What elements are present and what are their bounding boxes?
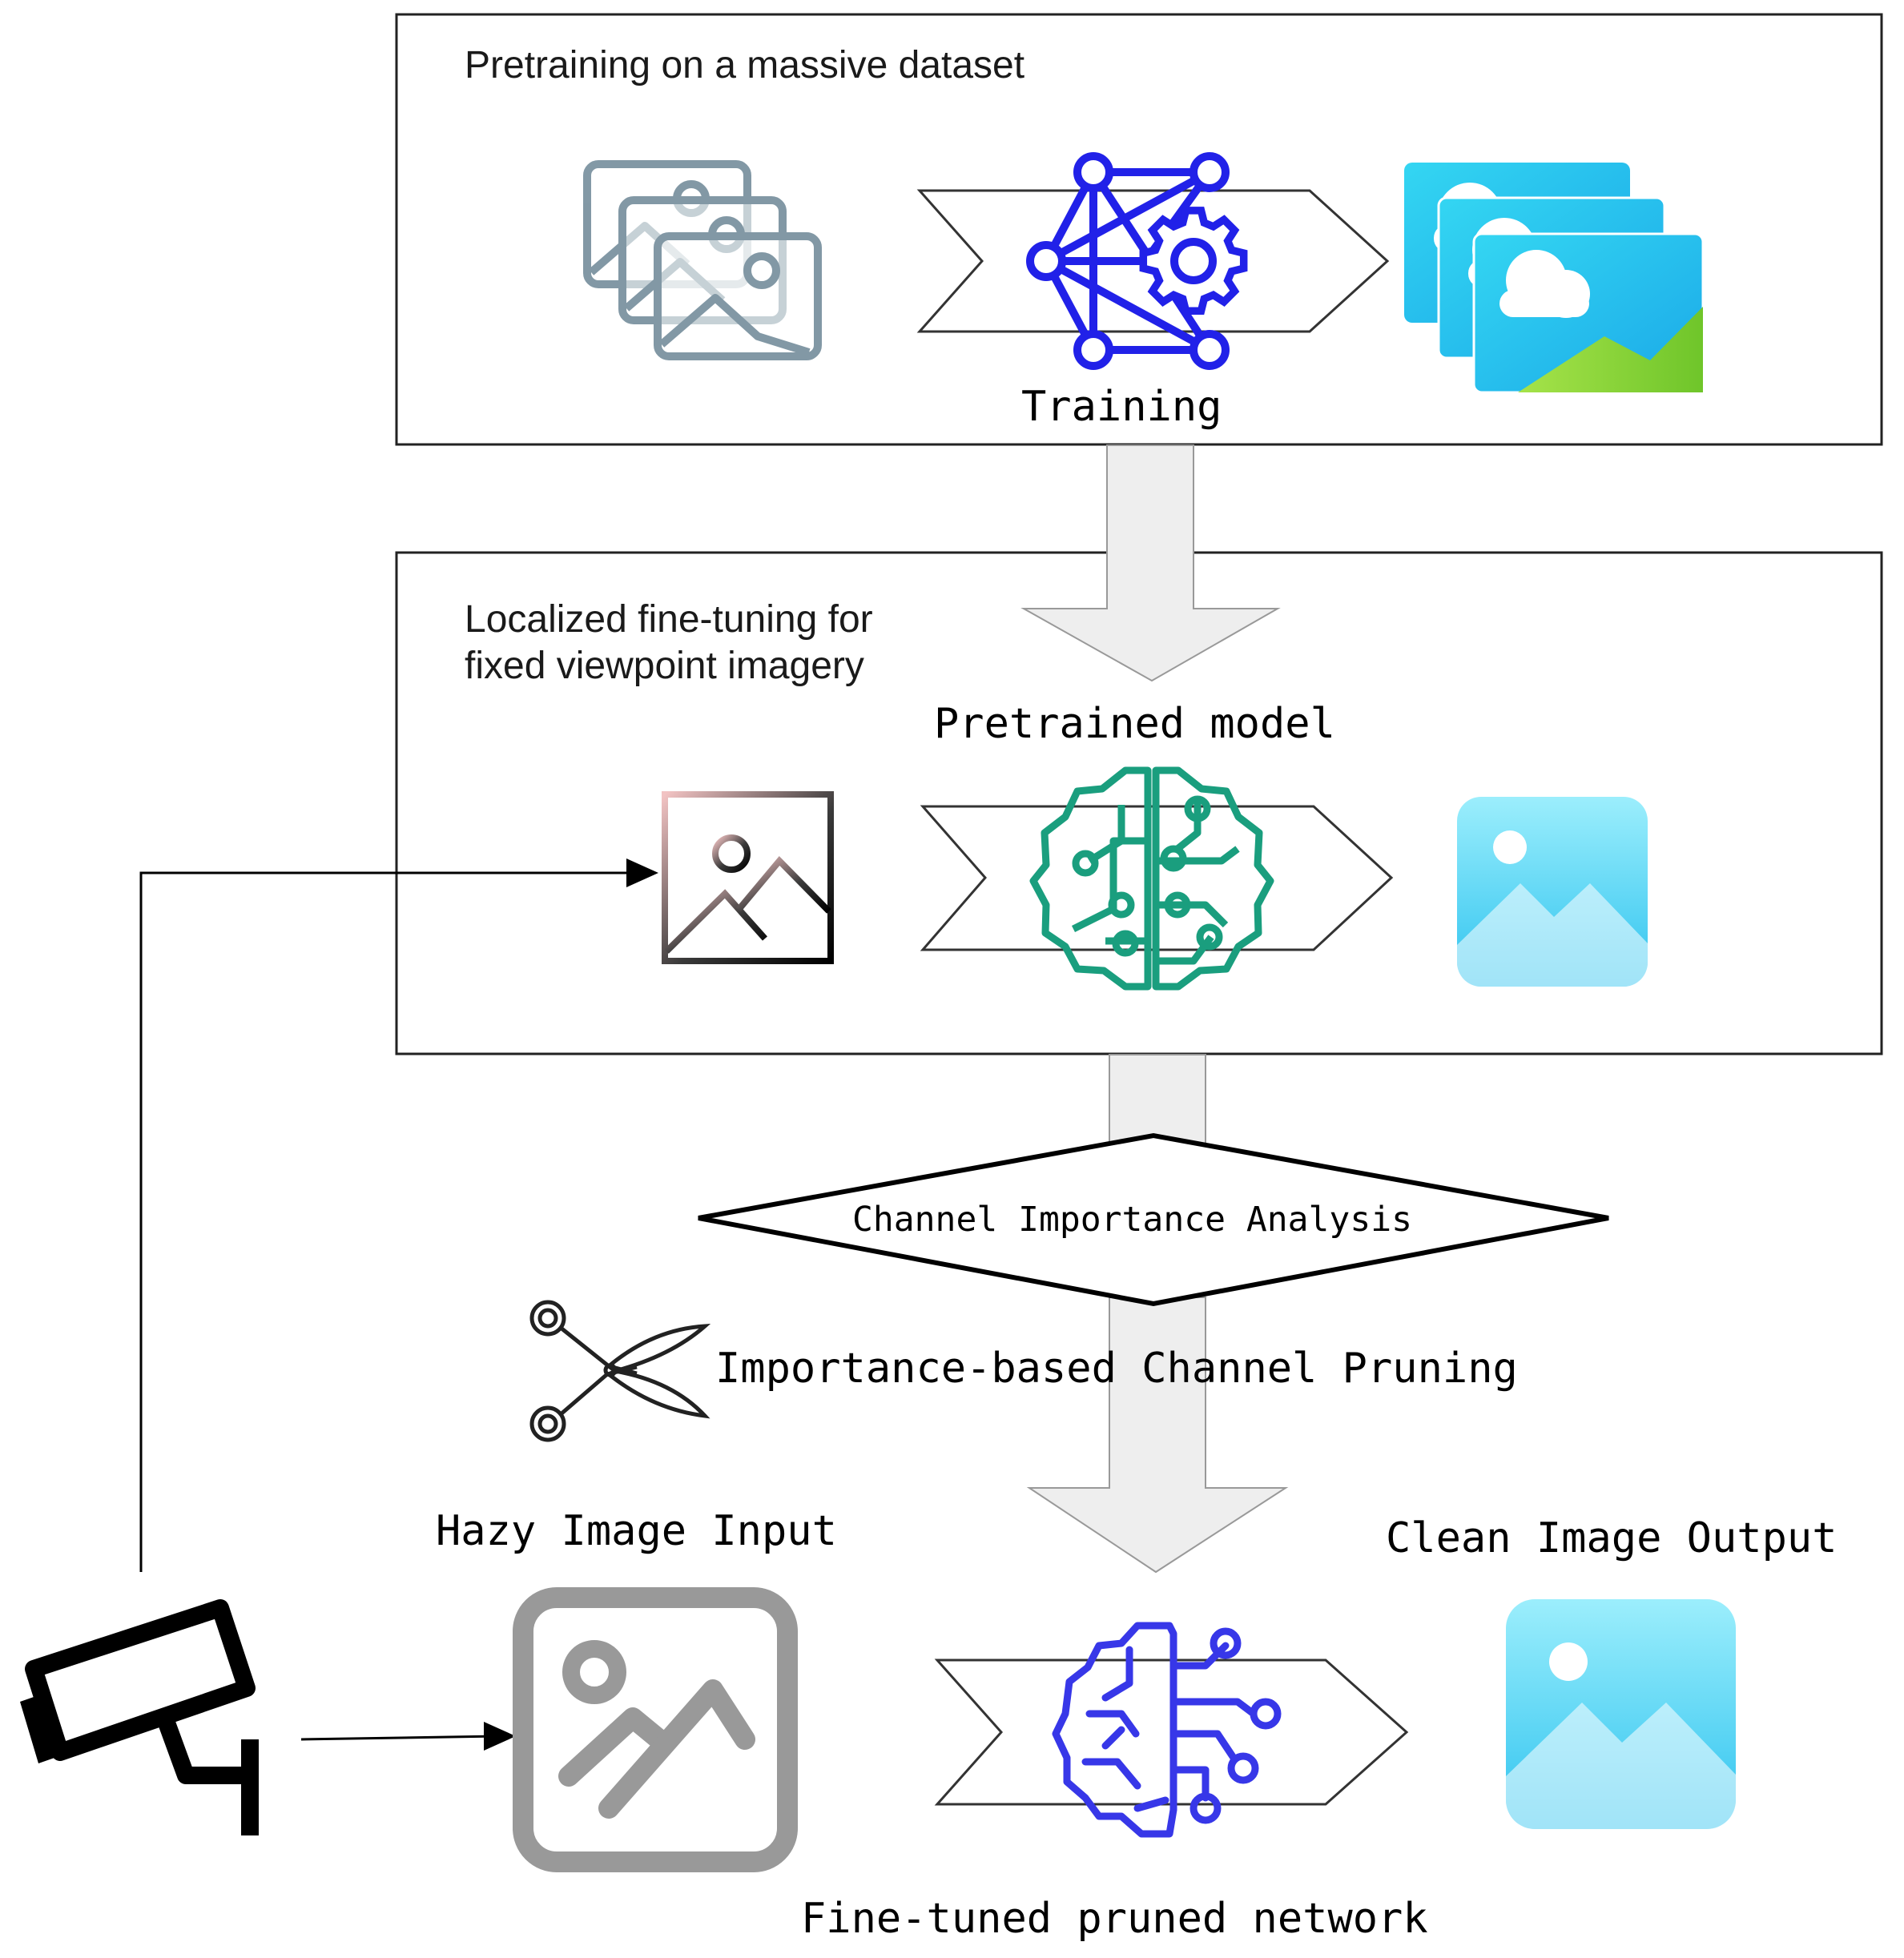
pretraining-title: Pretraining on a massive dataset [465, 44, 1025, 86]
fine-tuning-title-line1: Localized fine-tuning for [465, 598, 873, 641]
scissors-icon [529, 1300, 711, 1442]
pruned-brain-icon [1052, 1622, 1282, 1838]
image-outline-icon [662, 791, 834, 964]
flow-arrow-3 [1026, 1297, 1289, 1574]
image-stack-gray-icon [583, 160, 822, 360]
camera-to-input-arrow [300, 1722, 516, 1751]
image-gray-icon [513, 1587, 798, 1872]
channel-analysis-label: Channel Importance Analysis [852, 1200, 1412, 1240]
pruned-network-label: Fine-tuned pruned network [801, 1895, 1428, 1943]
clean-output-label: Clean Image Output [1386, 1514, 1838, 1562]
image-stack-cloud-icon [1404, 163, 1705, 394]
flow-arrow-1 [1020, 444, 1281, 682]
circuit-brain-icon [1029, 766, 1274, 991]
pretrained-model-label: Pretrained model [934, 700, 1335, 748]
feedback-arrow [139, 858, 658, 1572]
channel-analysis-diamond [698, 1132, 1609, 1307]
fine-tuning-title-line2: fixed viewpoint imagery [465, 645, 864, 687]
image-blue-icon-output [1506, 1599, 1736, 1829]
cctv-camera-icon [25, 1599, 259, 1835]
pruning-label: Importance-based Channel Pruning [715, 1345, 1518, 1393]
cctv-camera-lens [20, 1696, 54, 1763]
hazy-input-label: Hazy Image Input [436, 1507, 837, 1555]
training-label: Training [1021, 383, 1222, 431]
image-blue-icon [1457, 797, 1648, 987]
neural-network-gear-icon [1026, 152, 1248, 370]
